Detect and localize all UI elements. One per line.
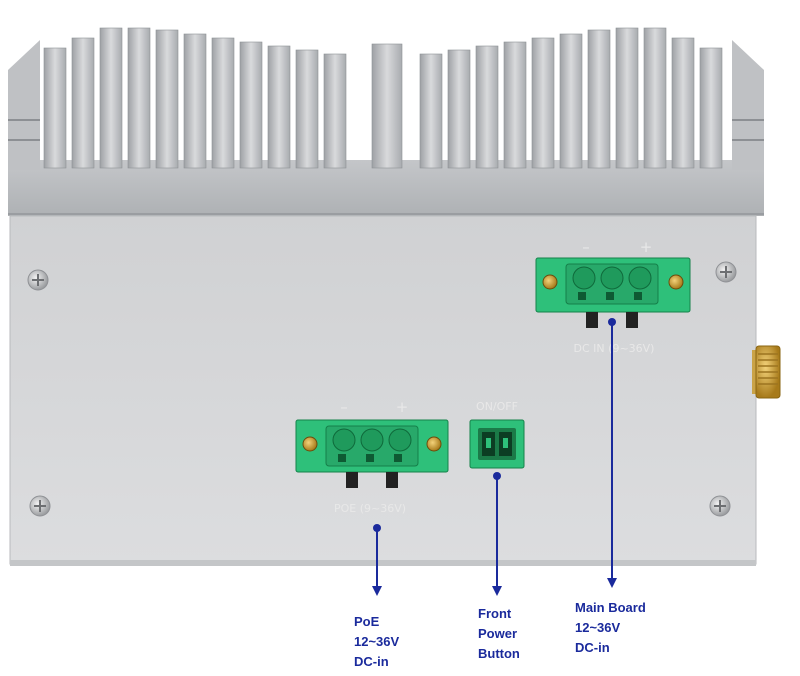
callout-main-board-line: Main Board (575, 600, 646, 615)
callout-main-board-line: 12~36V (575, 620, 621, 635)
callout-pointer-poe (372, 524, 382, 596)
callout-power-line: Button (478, 646, 520, 661)
callout-main-board-line: DC-in (575, 640, 610, 655)
screw-icon (715, 261, 737, 283)
poe-plus-marking: + (396, 398, 409, 416)
dc-in-minus-marking: – (582, 238, 590, 256)
power-switch-label: ON/OFF (476, 400, 518, 413)
power-switch-connector (469, 419, 525, 469)
poe-terminal-block (295, 419, 449, 488)
callout-poe-line: DC-in (354, 654, 389, 669)
callout-pointer-main-board (607, 318, 617, 588)
screw-icon (29, 495, 51, 517)
dc-in-terminal-block (535, 257, 691, 328)
heatsink (8, 27, 764, 216)
screw-icon (27, 269, 49, 291)
dc-in-plus-marking: + (640, 238, 653, 256)
screw-icon (709, 495, 731, 517)
callout-power-line: Power (478, 626, 518, 641)
callout-poe-line: 12~36V (354, 634, 400, 649)
antenna-connector-icon (752, 345, 781, 399)
callout-poe: PoE 12~36V DC-in (354, 612, 399, 672)
callout-main-board: Main Board 12~36V DC-in (575, 598, 646, 658)
poe-minus-marking: – (340, 398, 348, 416)
callout-front-power-button: Front Power Button (478, 604, 520, 664)
poe-label: POE (9~36V) (334, 502, 406, 515)
callout-pointer-power-button (492, 472, 502, 596)
callout-power-line: Front (478, 606, 512, 621)
dc-in-label: DC IN (9~36V) (574, 342, 655, 355)
callout-poe-line: PoE (354, 614, 380, 629)
